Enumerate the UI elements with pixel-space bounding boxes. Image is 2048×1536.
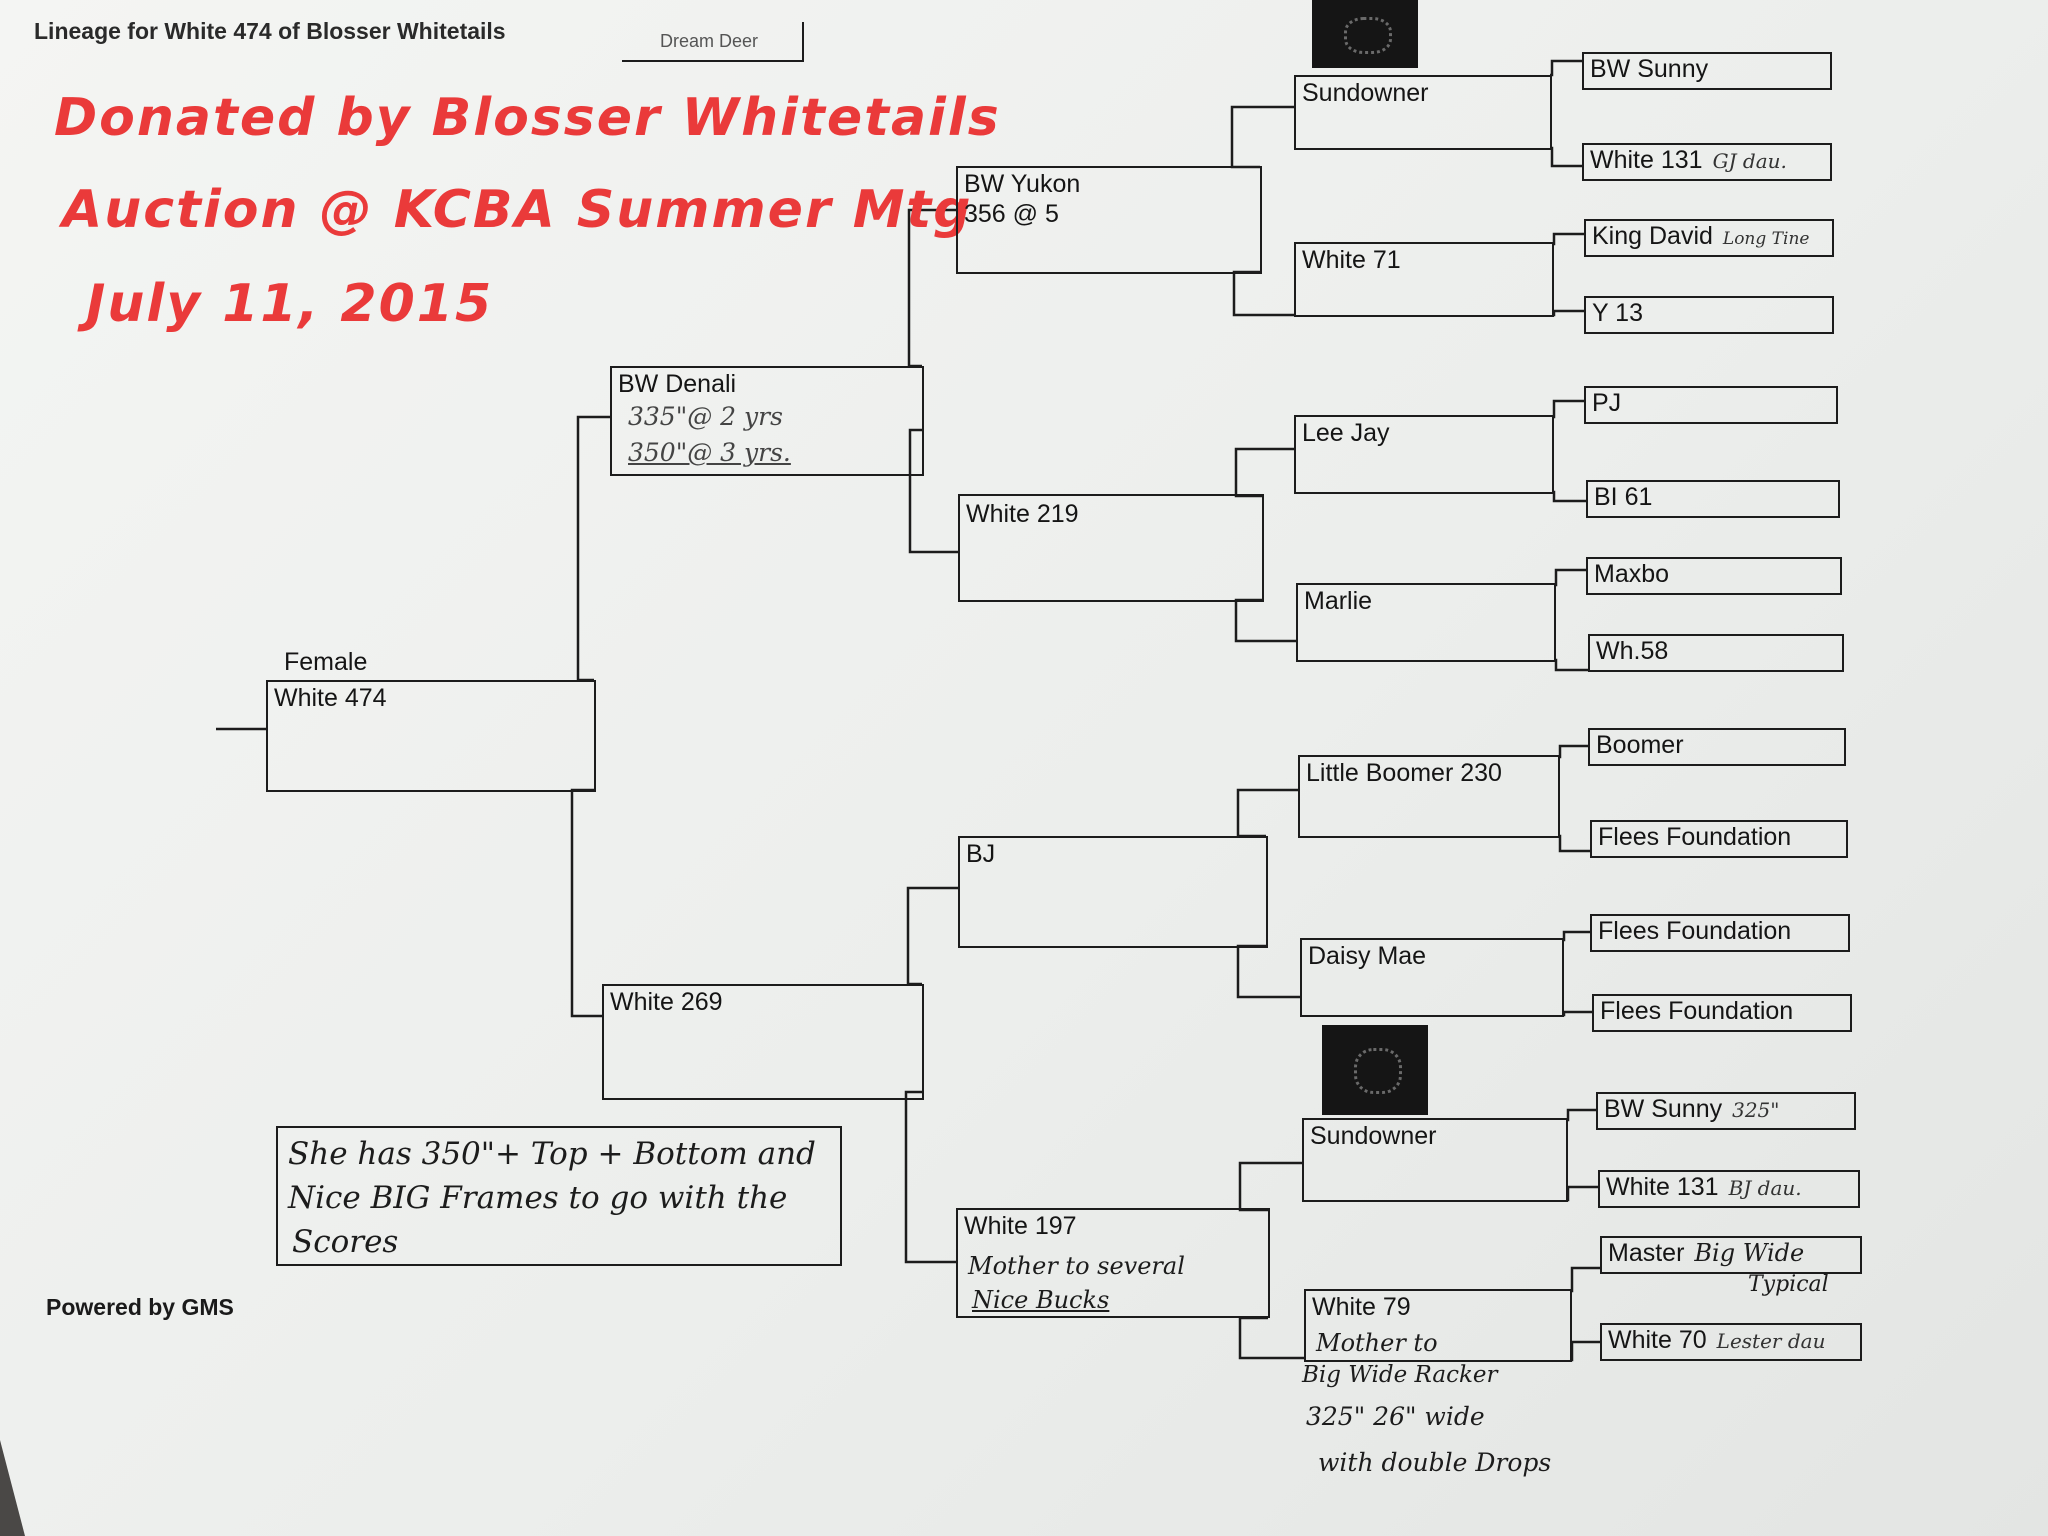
- gen3-name-3: Lee Jay: [1302, 419, 1390, 447]
- sire-dam-name: White 219: [966, 500, 1079, 528]
- gen3-name-4: Marlie: [1304, 587, 1373, 615]
- description-line-1: She has 350"+ Top + Bottom and: [288, 1136, 816, 1172]
- dam-sire-name: BJ: [966, 840, 996, 868]
- subject-animal-name: White 474: [274, 684, 387, 712]
- dam-box[interactable]: White 269: [602, 984, 924, 1100]
- sire-sire-name: BW Yukon: [964, 170, 1081, 198]
- gen4-box-5[interactable]: PJ: [1584, 386, 1838, 424]
- gen3-name-2: White 71: [1302, 246, 1401, 274]
- gen4-note-16: Lester dau: [1716, 1329, 1826, 1353]
- dam-dam-name: White 197: [964, 1212, 1077, 1240]
- gen3-name-8: White 79: [1312, 1293, 1411, 1321]
- dam-dam-note-2: Nice Bucks: [972, 1286, 1110, 1314]
- deer-logo-watermark-bottom: [1322, 1025, 1428, 1115]
- gen3-name-7: Sundowner: [1310, 1122, 1437, 1150]
- dam-dam-box[interactable]: White 197 Mother to several Nice Bucks: [956, 1208, 1270, 1318]
- gen4-name-2-text: White 131: [1590, 146, 1703, 174]
- gen4-name-13-text: BW Sunny: [1604, 1095, 1723, 1123]
- gen4-name-5: PJ: [1592, 389, 1622, 417]
- sire-score-note-2: 350"@ 3 yrs.: [628, 438, 791, 467]
- dream-deer-tab[interactable]: Dream Deer: [622, 22, 804, 62]
- powered-by-label: Powered by GMS: [46, 1294, 234, 1320]
- gen4-name-7: Maxbo: [1594, 560, 1670, 588]
- description-note-box: She has 350"+ Top + Bottom and Nice BIG …: [276, 1126, 842, 1266]
- gen4-box-14[interactable]: White 131 BJ dau.: [1598, 1170, 1860, 1208]
- gen3-box-6[interactable]: Daisy Mae: [1300, 938, 1564, 1017]
- gen4-name-15: Master Big Wide: [1608, 1239, 1804, 1268]
- red-note-line-1: Donated by Blosser Whitetails: [54, 88, 1001, 148]
- gen4-name-16-text: White 70: [1608, 1326, 1707, 1354]
- gen4-note-13: 325": [1732, 1098, 1780, 1122]
- gen4-note-3: Long Tine: [1722, 229, 1810, 249]
- subject-animal-box[interactable]: White 474: [266, 680, 596, 792]
- gen4-note-15-line-2: Typical: [1748, 1272, 1829, 1297]
- dream-deer-tab-label: Dream Deer: [660, 31, 759, 51]
- gen4-name-6: BI 61: [1594, 483, 1653, 511]
- description-line-3: Scores: [292, 1224, 399, 1260]
- gen3-name-6: Daisy Mae: [1308, 942, 1427, 970]
- white79-offspring-note-1: Big Wide Racker: [1302, 1362, 1498, 1388]
- deer-logo-watermark-top: [1312, 0, 1418, 68]
- gen4-box-7[interactable]: Maxbo: [1586, 557, 1842, 595]
- red-note-line-2: Auction @ KCBA Summer Mtg: [62, 180, 973, 240]
- gen4-box-11[interactable]: Flees Foundation: [1590, 914, 1850, 952]
- white79-offspring-note-2: 325" 26" wide: [1306, 1402, 1485, 1431]
- gen3-box-5[interactable]: Little Boomer 230: [1298, 755, 1560, 838]
- gen3-name-1: Sundowner: [1302, 79, 1429, 107]
- sire-name: BW Denali: [618, 370, 737, 398]
- sire-sire-score: 356 @ 5: [964, 200, 1059, 228]
- gen3-box-4[interactable]: Marlie: [1296, 583, 1556, 662]
- gen4-name-9: Boomer: [1596, 731, 1684, 759]
- gen4-name-2: White 131 GJ dau.: [1590, 146, 1787, 175]
- sire-box[interactable]: BW Denali 335"@ 2 yrs 350"@ 3 yrs.: [610, 366, 924, 476]
- gen4-name-16: White 70 Lester dau: [1608, 1326, 1825, 1355]
- gen4-name-1: BW Sunny: [1590, 55, 1709, 83]
- gen4-box-3[interactable]: King David Long Tine: [1584, 219, 1834, 257]
- gen4-note-14: BJ dau.: [1728, 1176, 1802, 1200]
- gen4-name-14: White 131 BJ dau.: [1606, 1173, 1802, 1202]
- gen4-box-8[interactable]: Wh.58: [1588, 634, 1844, 672]
- description-line-2: Nice BIG Frames to go with the: [288, 1180, 788, 1216]
- gen3-name-5: Little Boomer 230: [1306, 759, 1502, 787]
- gen3-box-3[interactable]: Lee Jay: [1294, 415, 1554, 494]
- gen4-box-15[interactable]: Master Big Wide: [1600, 1236, 1862, 1274]
- gen4-box-6[interactable]: BI 61: [1586, 480, 1840, 518]
- gen4-name-3: King David Long Tine: [1592, 222, 1809, 251]
- gen4-box-1[interactable]: BW Sunny: [1582, 52, 1832, 90]
- gen4-box-13[interactable]: BW Sunny 325": [1596, 1092, 1856, 1130]
- gen4-box-12[interactable]: Flees Foundation: [1592, 994, 1852, 1032]
- gen4-name-15-text: Master: [1608, 1239, 1685, 1267]
- gen3-box-8-note: Mother to: [1316, 1329, 1438, 1357]
- gen4-name-11: Flees Foundation: [1598, 917, 1792, 945]
- gen4-name-4: Y 13: [1592, 299, 1643, 327]
- gen4-box-16[interactable]: White 70 Lester dau: [1600, 1323, 1862, 1361]
- white79-offspring-note-3: with double Drops: [1318, 1448, 1552, 1477]
- gen4-name-8: Wh.58: [1596, 637, 1669, 665]
- gen4-name-10: Flees Foundation: [1598, 823, 1792, 851]
- gen4-box-4[interactable]: Y 13: [1584, 296, 1834, 334]
- gen4-box-9[interactable]: Boomer: [1588, 728, 1846, 766]
- gen3-box-7[interactable]: Sundowner: [1302, 1118, 1568, 1202]
- gen3-box-1[interactable]: Sundowner: [1294, 75, 1552, 150]
- sire-dam-box[interactable]: White 219: [958, 494, 1264, 602]
- gen4-name-12: Flees Foundation: [1600, 997, 1794, 1025]
- gen4-name-3-text: King David: [1592, 222, 1713, 250]
- sire-sire-box[interactable]: BW Yukon 356 @ 5: [956, 166, 1262, 274]
- gen4-box-10[interactable]: Flees Foundation: [1590, 820, 1848, 858]
- gen4-name-13: BW Sunny 325": [1604, 1095, 1779, 1124]
- gen4-box-2[interactable]: White 131 GJ dau.: [1582, 143, 1832, 181]
- pedigree-title: Lineage for White 474 of Blosser Whiteta…: [34, 18, 506, 44]
- sire-score-note-1: 335"@ 2 yrs: [628, 402, 783, 431]
- gen4-note-15: Big Wide: [1694, 1239, 1805, 1267]
- gen4-name-14-text: White 131: [1606, 1173, 1719, 1201]
- dam-sire-box[interactable]: BJ: [958, 836, 1268, 948]
- gen3-box-2[interactable]: White 71: [1294, 242, 1554, 317]
- dam-name: White 269: [610, 988, 723, 1016]
- red-note-line-3: July 11, 2015: [86, 274, 494, 334]
- gen3-box-8[interactable]: White 79 Mother to: [1304, 1289, 1572, 1362]
- subject-sex-label: Female: [284, 648, 368, 676]
- dam-dam-note-1: Mother to several: [968, 1252, 1185, 1280]
- gen4-note-2: GJ dau.: [1712, 149, 1787, 173]
